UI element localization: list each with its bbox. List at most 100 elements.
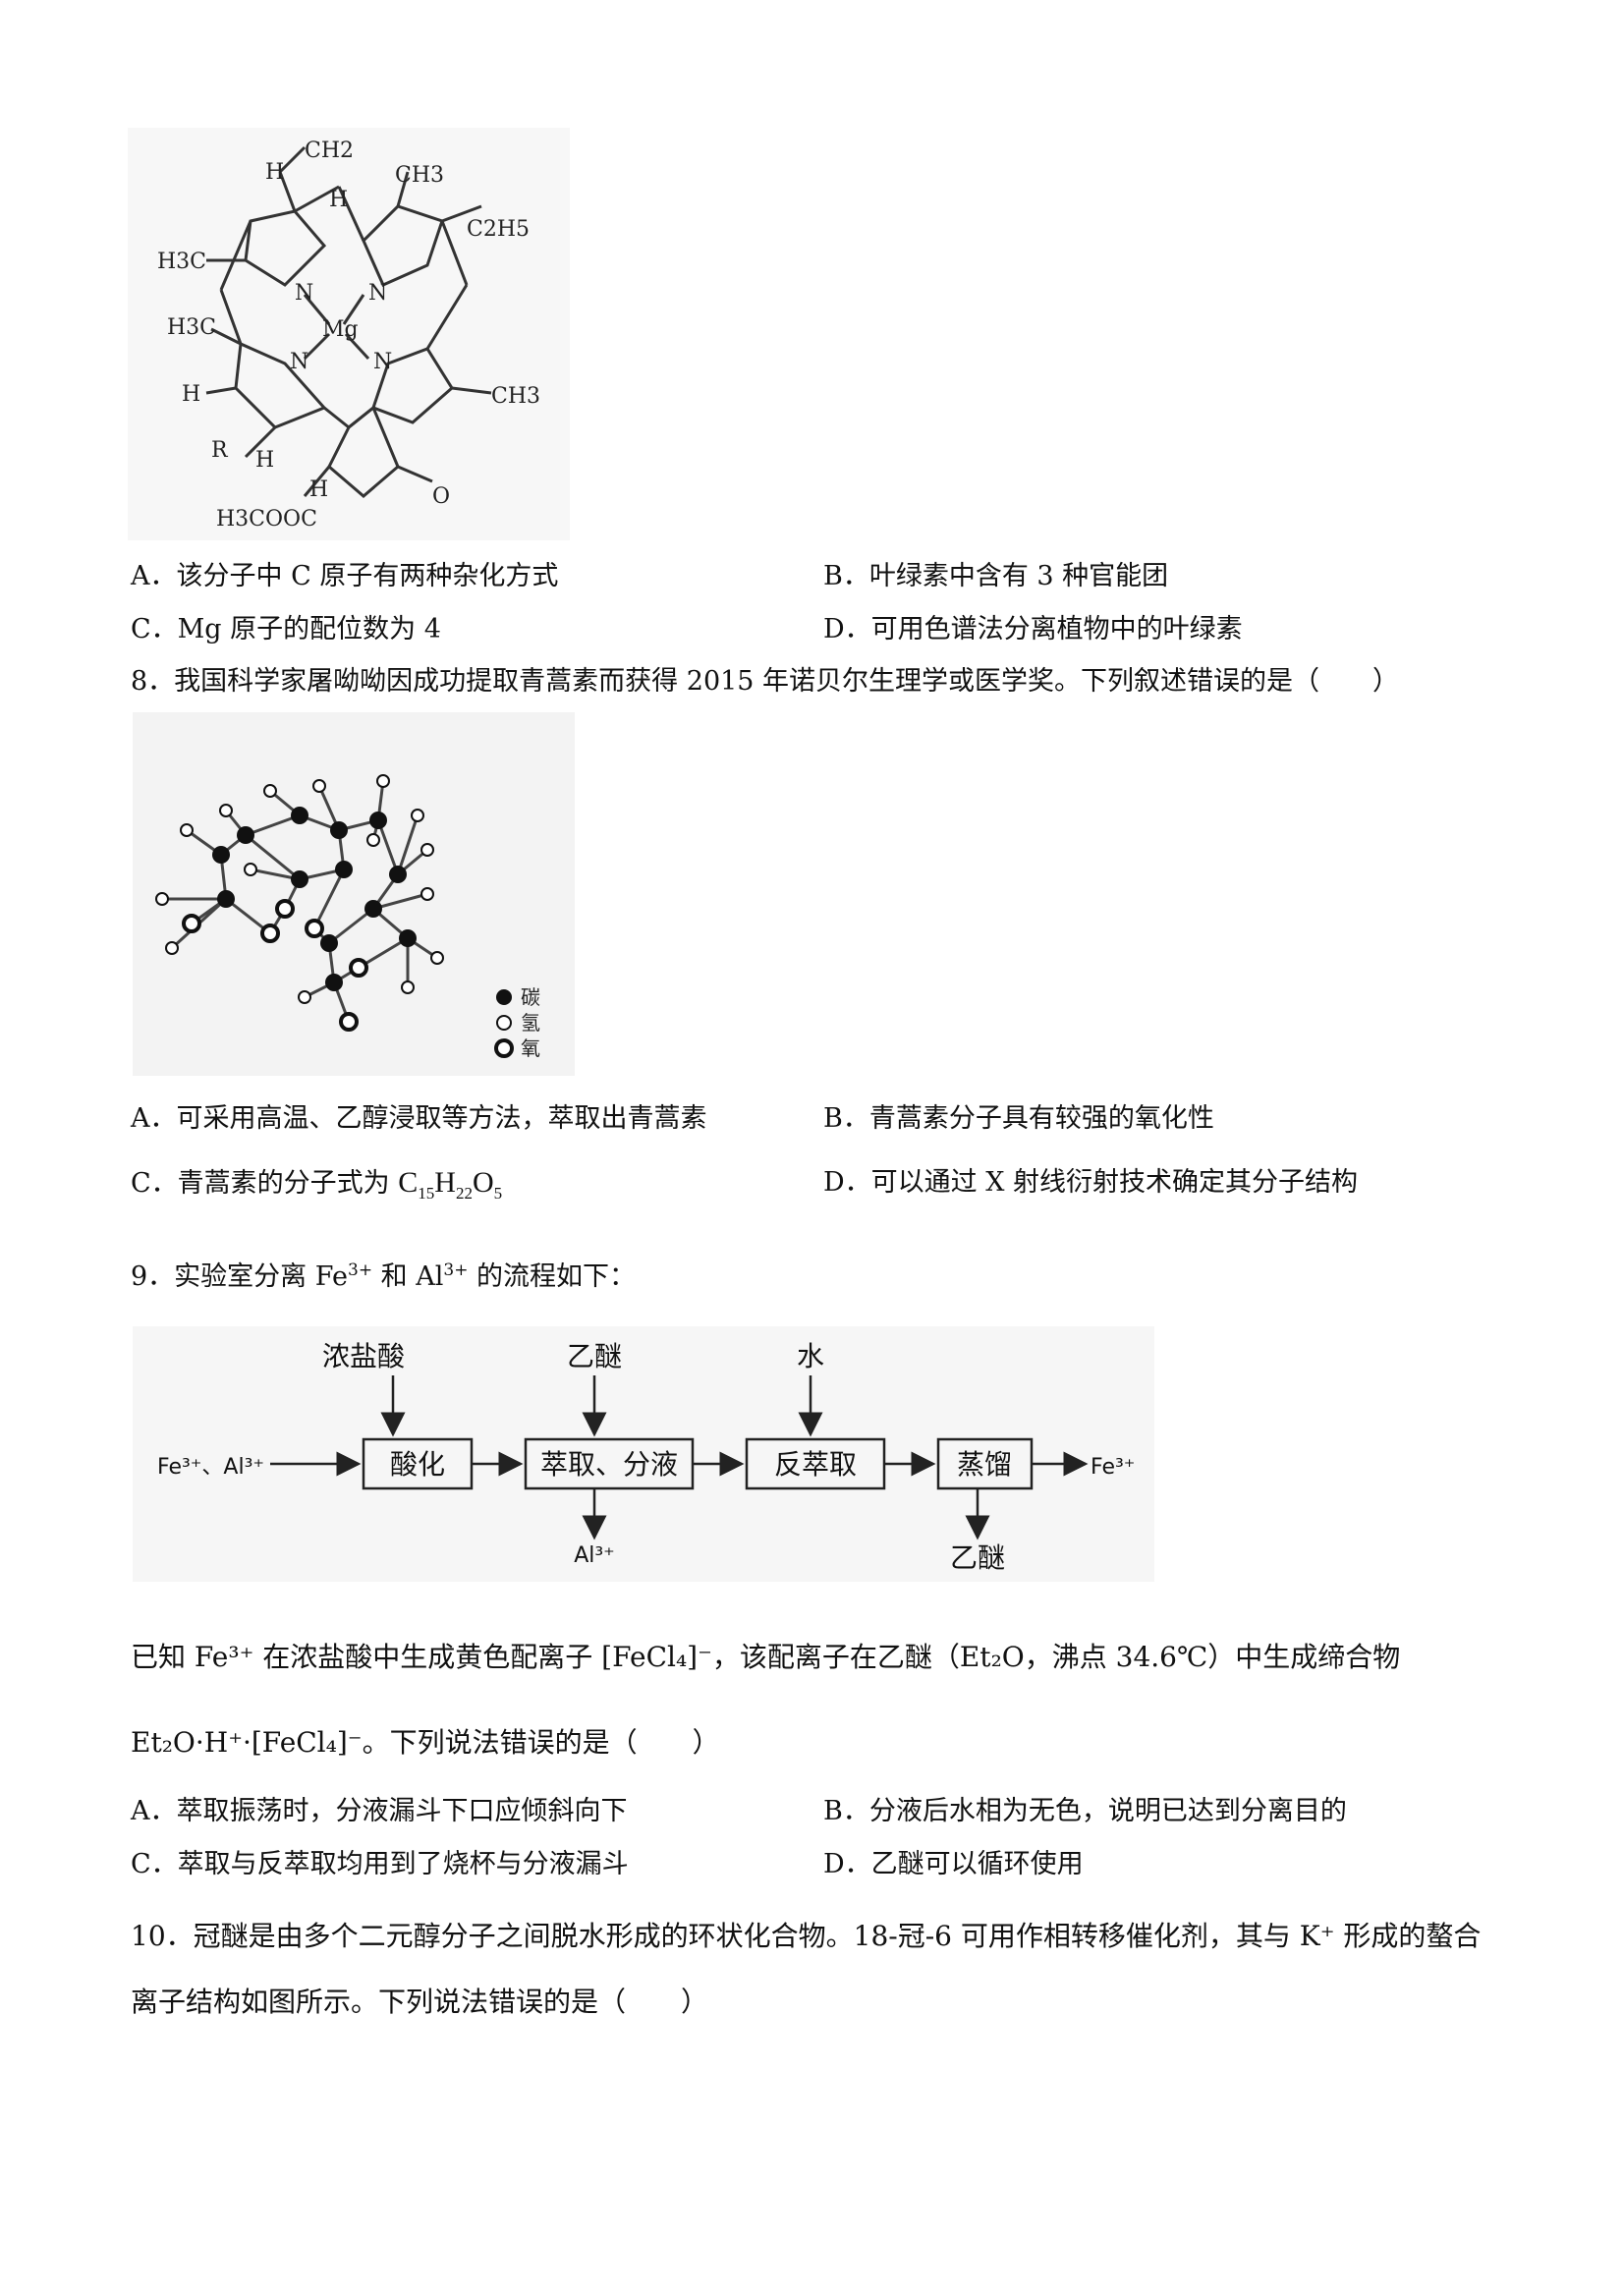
hydrogen-atom	[312, 779, 326, 793]
oxygen-atom	[260, 924, 280, 943]
atom-label: H3C	[157, 250, 206, 274]
carbon-atom	[291, 807, 308, 824]
q10-stem-line-2: 离子结构如图所示。下列说法错误的是（ ）	[131, 1986, 709, 2018]
atom-label: H3C	[167, 315, 216, 340]
hydrogen-atom	[401, 980, 415, 994]
carbon-atom	[217, 890, 235, 908]
oxygen-atom	[349, 958, 368, 978]
bond	[372, 892, 428, 911]
atom-label: N	[373, 350, 392, 374]
bond	[312, 868, 346, 929]
q7-option-c: C．Mg 原子的配位数为 4	[131, 614, 441, 644]
q8-option-c-text: C．青蒿素的分子式为	[131, 1168, 399, 1199]
q9-stem: 9．实验室分离 Fe3+ 和 Al3+ 的流程如下：	[131, 1260, 637, 1292]
legend-hydrogen-label: 氢	[521, 1011, 540, 1035]
box-back-extract-label: 反萃取	[774, 1448, 857, 1481]
q9-option-c: C．萃取与反萃取均用到了烧杯与分液漏斗	[131, 1849, 629, 1879]
input-ether: 乙醚	[567, 1340, 622, 1372]
atom-label: CH3	[491, 384, 540, 409]
hydrogen-atom	[411, 809, 424, 822]
input-conc-hcl: 浓盐酸	[322, 1340, 405, 1372]
legend-oxygen-marker	[494, 1038, 514, 1058]
q9-option-a: A．萃取振荡时，分液漏斗下口应倾斜向下	[131, 1796, 628, 1826]
carbon-atom	[291, 870, 308, 888]
q8-option-d: D．可以通过 X 射线衍射技术确定其分子结构	[823, 1167, 1359, 1198]
hydrogen-atom	[263, 784, 277, 798]
carbon-atom	[335, 861, 353, 878]
hydrogen-atom	[376, 774, 390, 788]
hydrogen-atom	[430, 951, 444, 965]
q7-option-a: A．该分子中 C 原子有两种杂化方式	[131, 561, 559, 591]
atom-label: C2H5	[467, 217, 530, 242]
atom-label: H	[255, 448, 274, 473]
q8-option-c: C．青蒿素的分子式为 C15H22O5	[131, 1166, 503, 1203]
atom-label: N	[295, 281, 313, 306]
hydrogen-atom	[155, 892, 169, 906]
atom-label: CH3	[395, 163, 444, 188]
hydrogen-atom	[180, 823, 194, 837]
carbon-atom	[320, 934, 338, 952]
carbon-atom	[399, 929, 417, 947]
separation-flowchart: 浓盐酸 乙醚 水 Fe³⁺、Al³⁺ Fe³⁺ Al³⁺ 乙醚 酸化 萃取、分液…	[133, 1326, 1154, 1582]
oxygen-atom	[275, 899, 295, 919]
atom-label: N	[290, 350, 308, 374]
legend-hydrogen-marker	[496, 1015, 512, 1031]
q7-option-b: B．叶绿素中含有 3 种官能团	[823, 561, 1169, 591]
atom-label: H	[265, 160, 284, 185]
bond	[376, 819, 400, 875]
atom-label: CH2	[305, 139, 354, 163]
chlorophyll-structure-image: H CH2 H CH3 H3C C2H5 N N Mg N N H3C H R …	[128, 128, 570, 540]
atom-label: H3COOC	[216, 507, 317, 532]
q8-option-a: A．可采用高温、乙醇浸取等方法，萃取出青蒿素	[131, 1103, 707, 1134]
output-al: Al³⁺	[574, 1543, 615, 1568]
q9-known-line-2: Et₂O·H⁺·[FeCl₄]⁻。下列说法错误的是（ ）	[131, 1726, 720, 1759]
box-extract-label: 萃取、分液	[540, 1448, 678, 1481]
bond	[245, 833, 301, 881]
q9-option-d: D．乙醚可以循环使用	[823, 1849, 1084, 1879]
carbon-atom	[369, 812, 387, 829]
carbon-atom	[364, 900, 382, 918]
q9-known-line-1: 已知 Fe³⁺ 在浓盐酸中生成黄色配离子 [FeCl₄]⁻，该配离子在乙醚（Et…	[131, 1641, 1401, 1673]
q7-option-d: D．可用色谱法分离植物中的叶绿素	[823, 614, 1243, 644]
bond	[245, 813, 301, 837]
atom-label: Mg	[322, 317, 359, 342]
hydrogen-atom	[366, 833, 380, 847]
atom-label: H	[329, 188, 348, 212]
formula: C15H22O5	[398, 1166, 503, 1203]
q10-stem-line-1: 10．冠醚是由多个二元醇分子之间脱水形成的环状化合物。18-冠-6 可用作相转移…	[131, 1920, 1482, 1952]
carbon-atom	[237, 826, 254, 844]
hydrogen-atom	[420, 843, 434, 857]
hydrogen-atom	[244, 863, 257, 876]
output-ether: 乙醚	[950, 1541, 1005, 1574]
box-distill-label: 蒸馏	[957, 1448, 1012, 1481]
atom-label: O	[432, 484, 450, 509]
atom-label: R	[211, 438, 229, 463]
start-ions: Fe³⁺、Al³⁺	[157, 1455, 264, 1480]
output-fe: Fe³⁺	[1091, 1455, 1135, 1480]
atom-label: H	[309, 477, 328, 502]
artemisinin-ball-stick-model: 碳 氢 氧	[133, 712, 575, 1076]
hydrogen-atom	[165, 941, 179, 955]
q8-option-b: B．青蒿素分子具有较强的氧化性	[823, 1103, 1214, 1134]
carbon-atom	[389, 866, 407, 883]
atom-label: H	[182, 382, 200, 407]
input-water: 水	[797, 1340, 824, 1372]
oxygen-atom	[305, 919, 324, 938]
q9-option-b: B．分液后水相为无色，说明已达到分离目的	[823, 1796, 1347, 1826]
q8-stem: 8．我国科学家屠呦呦因成功提取青蒿素而获得 2015 年诺贝尔生理学或医学奖。下…	[131, 666, 1400, 697]
legend-oxygen-label: 氧	[521, 1036, 540, 1060]
oxygen-atom	[339, 1012, 359, 1032]
carbon-atom	[325, 974, 343, 991]
hydrogen-atom	[420, 887, 434, 901]
box-acidify-label: 酸化	[390, 1448, 445, 1481]
hydrogen-atom	[298, 990, 311, 1004]
legend-carbon-label: 碳	[521, 985, 540, 1009]
legend-carbon-marker	[496, 989, 512, 1005]
carbon-atom	[330, 821, 348, 839]
bond	[328, 907, 374, 945]
oxygen-atom	[182, 914, 201, 933]
hydrogen-atom	[219, 804, 233, 817]
atom-label: N	[368, 281, 387, 306]
bond	[396, 814, 420, 875]
carbon-atom	[212, 846, 230, 864]
